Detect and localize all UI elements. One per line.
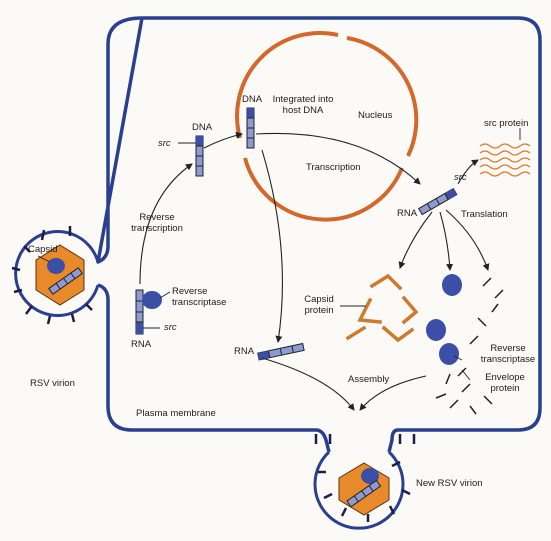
src-protein-waves bbox=[479, 143, 531, 177]
rna-segment-right bbox=[417, 187, 458, 216]
label-reverse-transcription: Reverse transcription bbox=[131, 212, 183, 234]
label-reverse-transcriptase-right: Reverse transcriptase bbox=[480, 343, 536, 365]
leader-lines bbox=[37, 128, 521, 381]
arrow-reverse-transcription bbox=[139, 163, 193, 285]
label-rna-left: RNA bbox=[131, 339, 152, 350]
label-capsid-protein: Capsid protein bbox=[304, 294, 334, 316]
label-rna-right: RNA bbox=[397, 208, 418, 219]
rna-with-reverse-transcriptase-left bbox=[135, 289, 162, 335]
capsid-shell bbox=[35, 244, 85, 306]
arrow-to-reverse-transcriptase bbox=[439, 211, 454, 271]
arrow-transcription bbox=[255, 132, 421, 185]
label-transcription: Transcription bbox=[306, 162, 361, 173]
label-plasma-membrane: Plasma membrane bbox=[136, 408, 216, 419]
reverse-transcriptase-in-capsid bbox=[47, 258, 65, 274]
reverse-transcriptase-proteins bbox=[426, 274, 462, 365]
label-reverse-transcriptase-left: Reverse transcriptase bbox=[172, 286, 227, 308]
capsid-protein-pieces bbox=[345, 273, 419, 343]
label-dna-integrated: DNA bbox=[242, 94, 263, 105]
rna-segment-bottom bbox=[257, 342, 305, 361]
label-src-right: src bbox=[454, 172, 467, 183]
dna-segment-left bbox=[178, 135, 204, 177]
arrow-to-envelope-protein bbox=[445, 209, 490, 271]
label-integrated-into-host: Integrated into host DNA bbox=[272, 94, 334, 116]
plasma-membrane bbox=[96, 16, 542, 453]
label-dna-left: DNA bbox=[192, 122, 213, 133]
process-arrows bbox=[139, 131, 490, 411]
label-nucleus: Nucleus bbox=[358, 110, 393, 121]
label-envelope-protein: Envelope protein bbox=[485, 372, 525, 394]
arrow-to-src-protein bbox=[457, 159, 479, 185]
label-rsv-virion: RSV virion bbox=[30, 378, 75, 389]
label-src-top: src bbox=[158, 138, 171, 149]
rsv-virion-entering bbox=[11, 226, 100, 325]
integrated-dna-segment bbox=[246, 107, 255, 149]
arrow-assembly-left bbox=[261, 357, 355, 411]
arrow-to-rna-bottom bbox=[261, 149, 283, 343]
label-assembly: Assembly bbox=[348, 374, 390, 385]
label-capsid: Capsid bbox=[28, 244, 58, 255]
label-new-rsv-virion: New RSV virion bbox=[416, 478, 483, 489]
label-rna-bottom: RNA bbox=[234, 346, 255, 357]
new-rsv-virion bbox=[313, 434, 416, 530]
label-translation: Translation bbox=[461, 209, 508, 220]
label-src-protein: src protein bbox=[484, 118, 529, 129]
arrow-integration bbox=[203, 131, 243, 149]
arrow-to-capsid-protein bbox=[398, 211, 433, 269]
nucleus bbox=[235, 31, 419, 222]
label-src-left-bottom: src bbox=[164, 322, 177, 333]
arrow-assembly-right bbox=[359, 375, 427, 411]
envelope-protein-dashes bbox=[435, 277, 504, 415]
